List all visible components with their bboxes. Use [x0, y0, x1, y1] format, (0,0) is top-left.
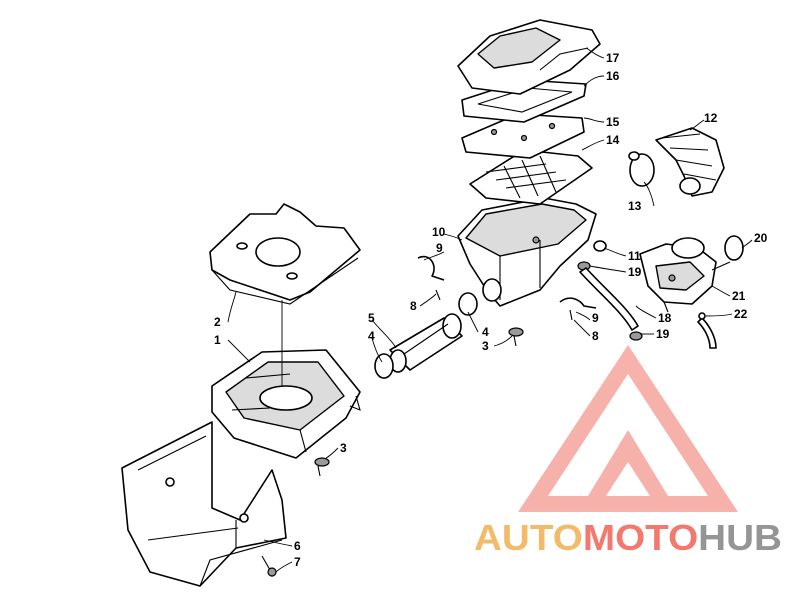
part-21-carburetor: [639, 237, 731, 313]
watermark-brand-moto: MOTO: [583, 517, 698, 558]
watermark-logo: [518, 345, 738, 512]
callout-13: 13: [628, 199, 642, 213]
callout-1: 1: [214, 333, 221, 347]
part-22-drain-tube: [697, 312, 717, 349]
watermark-brand-hub: HUB: [698, 517, 782, 558]
part-8-screw-right: [569, 309, 573, 321]
part-9-clip-left: [417, 255, 445, 281]
callout-7: 7: [294, 555, 301, 569]
watermark-brand-auto: AUTO: [474, 517, 583, 558]
part-1-airbox-base: [211, 349, 361, 459]
part-9-clip-right: [559, 297, 597, 309]
part-3-fastener-lower: [314, 457, 330, 477]
callout-11: 11: [628, 249, 641, 263]
part-17-lid: [457, 19, 601, 95]
callout-6: 6: [294, 539, 301, 553]
callout-12: 12: [704, 111, 718, 125]
part-13-clamp: [628, 151, 655, 187]
callout-4-left: 4: [368, 329, 375, 343]
part-15-filter: [461, 113, 585, 159]
callout-21: 21: [732, 289, 746, 303]
callout-3-upper: 3: [482, 339, 489, 353]
callout-14: 14: [606, 133, 620, 147]
callout-9-right: 9: [592, 311, 599, 325]
part-10-airbox-housing: [457, 197, 597, 307]
part-19-fitting-lower: [629, 331, 643, 341]
part-18-hose: [579, 267, 639, 331]
callout-16: 16: [606, 69, 620, 83]
callout-8-right: 8: [592, 329, 599, 343]
part-8-screw-left: [435, 289, 441, 301]
leader-lines: [227, 47, 753, 573]
callout-8-left: 8: [410, 299, 417, 313]
callout-4-right: 4: [482, 325, 489, 339]
callout-20: 20: [754, 231, 768, 245]
callout-18: 18: [658, 311, 672, 325]
callout-19-lower: 19: [656, 327, 670, 341]
callout-19-upper: 19: [628, 265, 642, 279]
part-4-clamp-left: [374, 353, 394, 379]
part-11-fitting: [593, 240, 607, 252]
part-20-clamp: [724, 235, 744, 261]
callout-17: 17: [606, 51, 620, 65]
callout-2: 2: [214, 315, 221, 329]
part-5-intake-duct: [389, 313, 463, 373]
callout-labels: 17 16 15 14 12 13 20 11 19 21 18 22 19 1…: [214, 51, 768, 569]
part-4-clamp-right: [458, 292, 478, 316]
part-7-bolt: [261, 555, 277, 577]
callout-15: 15: [606, 115, 620, 129]
part-12-intake-boot: [655, 127, 725, 197]
callout-10: 10: [432, 225, 446, 239]
callout-5: 5: [368, 311, 375, 325]
watermark-triangle-outer: [518, 345, 738, 512]
part-6-bracket: [121, 421, 287, 587]
watermark-inner-chevron: [588, 430, 668, 496]
part-2-cover: [209, 203, 361, 386]
part-3-fastener-upper: [508, 327, 524, 347]
callout-3-lower: 3: [340, 441, 347, 455]
callout-9-left: 9: [436, 241, 443, 255]
callout-22: 22: [734, 307, 748, 321]
